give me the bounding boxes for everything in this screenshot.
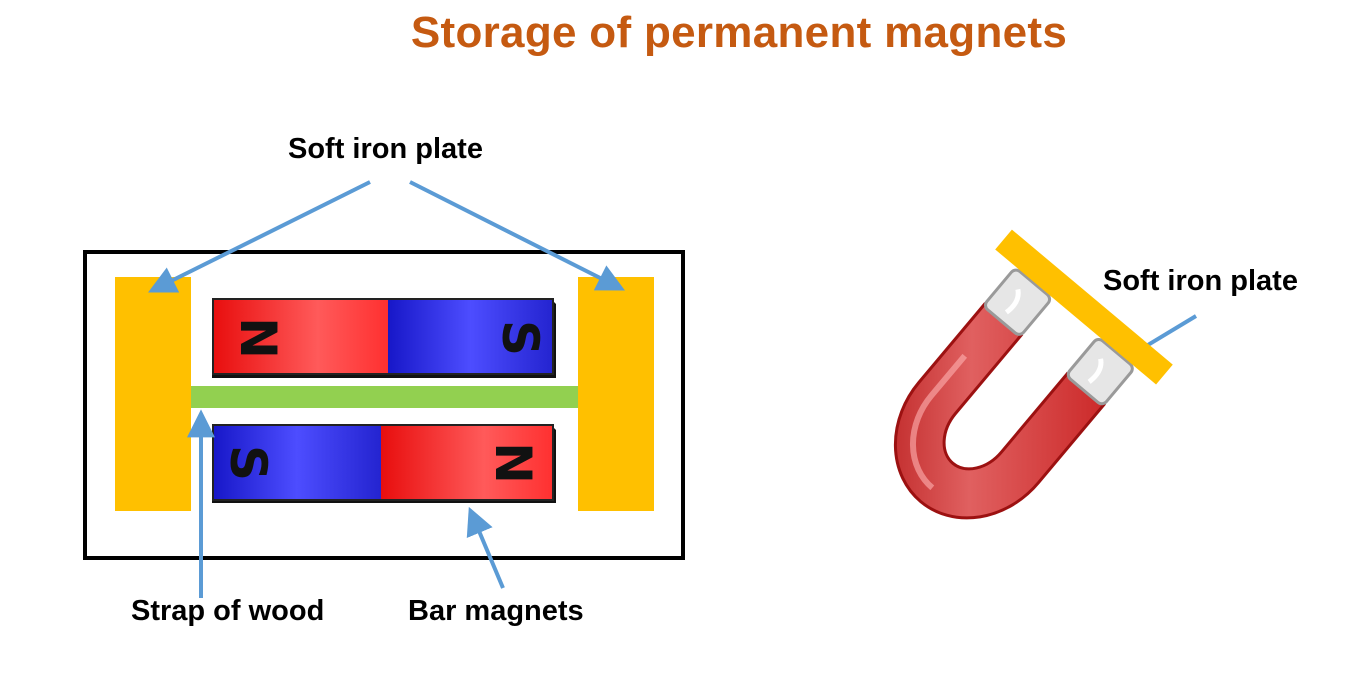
- pole-label-upper-right: S: [491, 320, 549, 356]
- soft-iron-plate-left: [115, 277, 191, 511]
- soft-iron-plate-label: Soft iron plate: [288, 133, 483, 165]
- horseshoe-keeper-plate: [995, 229, 1173, 385]
- wood-strap: [191, 386, 578, 408]
- horseshoe-magnet: [893, 229, 1173, 520]
- horseshoe-soft-iron-plate-label: Soft iron plate: [1103, 265, 1298, 297]
- arrow-to-bar-magnets: [466, 506, 505, 589]
- arrow-to-right-plate: [409, 180, 625, 291]
- pole-label-lower-right: N: [484, 442, 542, 484]
- strap-of-wood-label: Strap of wood: [131, 595, 325, 627]
- pole-label-lower-left: S: [219, 445, 277, 481]
- soft-iron-plate-right: [578, 277, 654, 511]
- bar-magnet-upper: N S: [212, 298, 556, 378]
- bar-magnet-lower: S N: [212, 424, 556, 503]
- pole-label-upper-left: N: [229, 317, 287, 359]
- page-title: Storage of permanent magnets: [410, 8, 1068, 57]
- storage-box: [83, 250, 685, 560]
- arrow-to-left-plate: [147, 180, 371, 293]
- bar-magnets-label: Bar magnets: [408, 595, 584, 627]
